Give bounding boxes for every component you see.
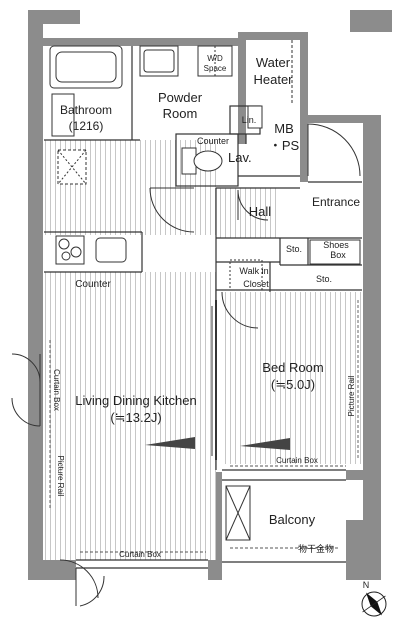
fixtures	[49, 40, 361, 541]
label-bed-room-2: (≒5.0J)	[271, 377, 315, 392]
label-ldk-2: (≒13.2J)	[110, 410, 161, 425]
label-mb-ps-2: ・PS	[269, 138, 300, 153]
label-hall: Hall	[249, 204, 272, 219]
north-arrow-icon	[362, 592, 386, 616]
label-counter-lav: Counter	[197, 136, 229, 146]
north-compass: N	[361, 580, 387, 617]
label-curtain-box-left: Curtain Box	[52, 369, 61, 411]
slope-markers	[145, 437, 290, 450]
label-balcony: Balcony	[269, 512, 316, 527]
label-shoes-box-1: Shoes	[323, 240, 349, 250]
label-wd-space-2: Space	[204, 64, 227, 73]
shoes-box-cabinet	[309, 239, 361, 265]
label-bed-room-1: Bed Room	[262, 360, 323, 375]
label-picture-rail-left: Picture Rail	[56, 456, 65, 497]
water-heater-box	[247, 105, 263, 129]
label-powder-room-1: Powder	[158, 90, 203, 105]
label-powder-room-2: Room	[163, 106, 198, 121]
label-monohoshi: 物干金物	[298, 543, 334, 554]
label-wd-space-1: W/D	[207, 54, 223, 63]
label-lin: Lin.	[242, 115, 257, 125]
label-lav: Lav.	[228, 150, 252, 165]
label-walk-in-closet-1: Walk in	[239, 266, 268, 276]
label-water-heater-2: Heater	[253, 72, 293, 87]
label-ldk-1: Living Dining Kitchen	[75, 393, 196, 408]
label-walk-in-closet-2: Closet	[243, 279, 269, 289]
label-counter-kitchen: Counter	[75, 279, 111, 290]
label-sto-closet: Sto.	[316, 274, 332, 284]
label-curtain-box-bottom: Curtain Box	[119, 550, 161, 559]
dashed-notations	[49, 300, 359, 553]
label-entrance: Entrance	[312, 195, 360, 209]
label-bathroom-1: Bathroom	[60, 103, 112, 117]
kitchen-sink	[95, 237, 127, 263]
label-picture-rail-right: Picture Rail	[347, 375, 356, 416]
label-bathroom-2: (1216)	[69, 119, 104, 133]
label-curtain-box-bed: Curtain Box	[276, 456, 318, 465]
room-labels: W/D Space Water Heater Bathroom (1216) P…	[52, 54, 360, 559]
label-sto-hall: Sto.	[286, 244, 302, 254]
label-north: N	[363, 580, 370, 590]
label-water-heater-1: Water	[256, 55, 291, 70]
label-shoes-box-2: Box	[330, 250, 346, 260]
doors	[11, 123, 361, 607]
label-mb-ps-1: MB	[274, 121, 294, 136]
